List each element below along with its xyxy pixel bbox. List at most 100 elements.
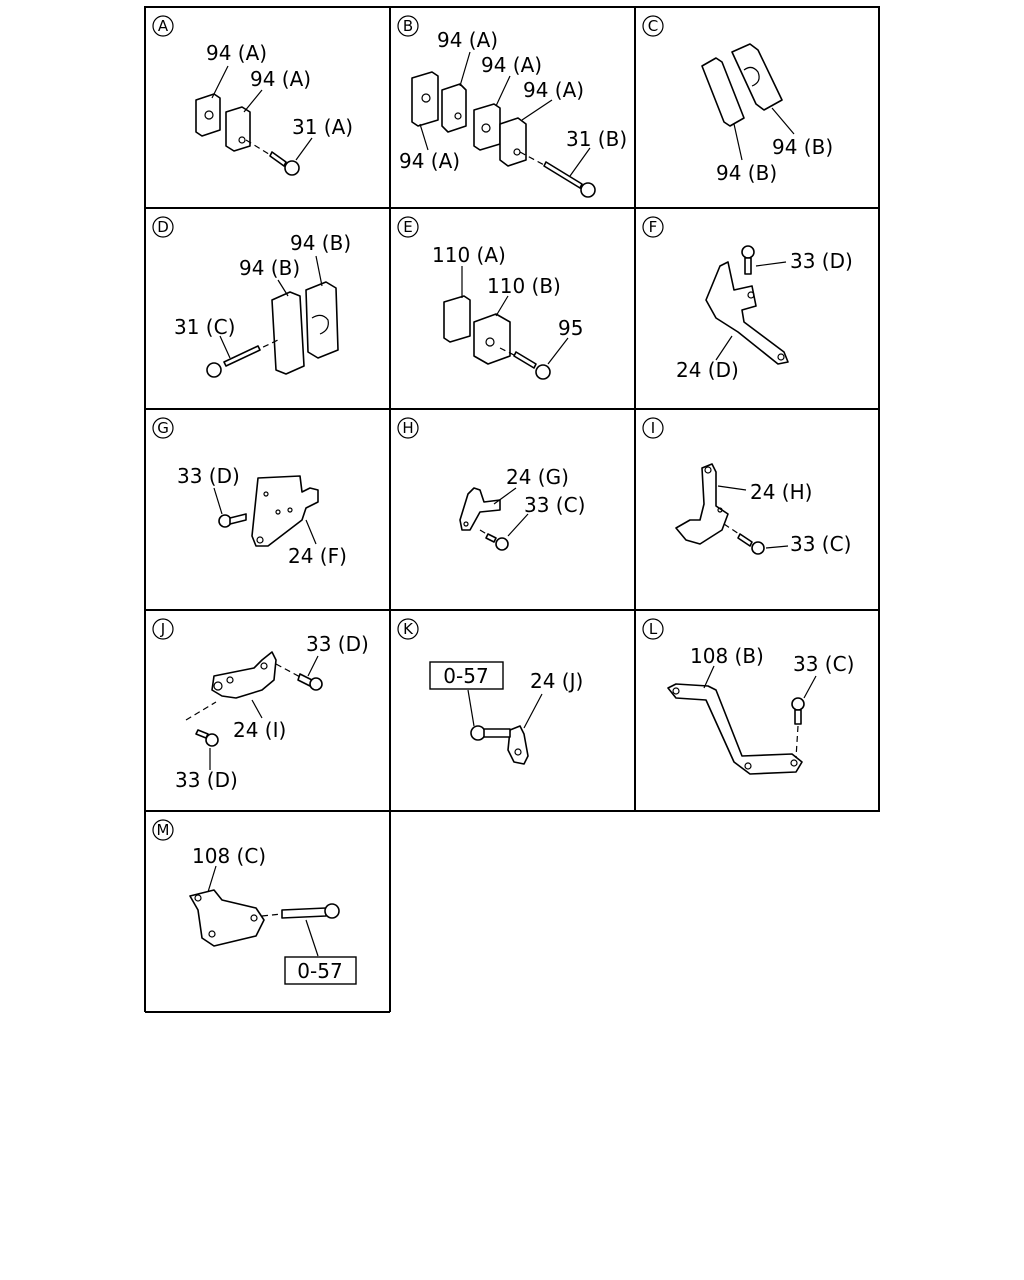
panel-m-marker: M bbox=[152, 819, 174, 841]
panel-b-marker: B bbox=[397, 15, 419, 37]
panel-d: D 94 (B) 94 (B) 31 (C) bbox=[152, 216, 351, 378]
label: 33 (D) bbox=[306, 632, 369, 656]
bracket-24d bbox=[705, 261, 789, 365]
panel-l: L 108 (B) 33 (C) bbox=[642, 618, 854, 775]
panel-d-marker: D bbox=[152, 216, 174, 238]
label: 24 (H) bbox=[750, 480, 812, 504]
clamp-94a bbox=[441, 83, 467, 133]
svg-text:F: F bbox=[649, 218, 658, 236]
label: 31 (A) bbox=[292, 115, 353, 139]
label: 33 (D) bbox=[790, 249, 853, 273]
panel-c: C 94 (B) 94 (B) bbox=[642, 15, 833, 185]
clamp-94b bbox=[271, 291, 305, 375]
label: 24 (J) bbox=[530, 669, 583, 693]
cushion-110a bbox=[443, 295, 471, 343]
svg-text:I: I bbox=[651, 419, 655, 437]
label: 24 (G) bbox=[506, 465, 569, 489]
panel-h: H 24 (G) 33 (C) bbox=[397, 417, 585, 551]
panel-a: A 94 (A) 94 (A) 31 (A) bbox=[152, 15, 353, 176]
panel-e-marker: E bbox=[397, 216, 419, 238]
bracket-108c bbox=[189, 889, 265, 947]
bolt-33c bbox=[723, 523, 765, 555]
bolt-33d bbox=[185, 701, 219, 747]
panel-m: M 108 (C) 0-57 bbox=[152, 819, 357, 985]
bolt-0-57 bbox=[261, 903, 340, 919]
label: 108 (B) bbox=[690, 644, 764, 668]
label: 94 (A) bbox=[250, 67, 311, 91]
bolt-31a bbox=[245, 139, 300, 176]
label: 94 (B) bbox=[716, 161, 777, 185]
svg-text:0-57: 0-57 bbox=[443, 664, 488, 688]
bracket-108b bbox=[667, 683, 803, 775]
label: 24 (D) bbox=[676, 358, 739, 382]
label: 108 (C) bbox=[192, 844, 266, 868]
bracket-24i bbox=[211, 651, 277, 699]
clamp-94b bbox=[731, 43, 783, 111]
panel-i: I 24 (H) 33 (C) bbox=[642, 417, 851, 556]
svg-text:D: D bbox=[157, 218, 169, 236]
panel-k: K 0-57 24 (J) bbox=[397, 618, 583, 765]
bracket-24f bbox=[251, 475, 319, 547]
panel-c-marker: C bbox=[642, 15, 664, 37]
svg-text:A: A bbox=[158, 17, 169, 35]
label: 94 (B) bbox=[239, 256, 300, 280]
label: 24 (I) bbox=[233, 718, 286, 742]
label: 94 (B) bbox=[772, 135, 833, 159]
label: 94 (B) bbox=[290, 231, 351, 255]
panel-h-marker: H bbox=[397, 417, 419, 439]
bolt-95 bbox=[499, 347, 551, 380]
bracket-24h bbox=[675, 463, 729, 545]
panel-b: B 94 (A) 94 (A) 94 (A) 94 (A) 31 (B) bbox=[397, 15, 627, 198]
label: 33 (C) bbox=[790, 532, 851, 556]
label: 33 (C) bbox=[793, 652, 854, 676]
label: 94 (A) bbox=[437, 28, 498, 52]
panel-l-marker: L bbox=[642, 618, 664, 640]
clamp-94b bbox=[701, 57, 745, 127]
bracket-24g bbox=[459, 487, 501, 531]
svg-text:L: L bbox=[649, 620, 658, 638]
label: 31 (C) bbox=[174, 315, 235, 339]
panel-f: F 33 (D) 24 (D) bbox=[642, 216, 853, 382]
bolt-33d bbox=[275, 663, 323, 691]
label: 94 (A) bbox=[481, 53, 542, 77]
panel-grid bbox=[144, 6, 880, 1013]
panel-k-marker: K bbox=[397, 618, 419, 640]
svg-text:0-57: 0-57 bbox=[297, 959, 342, 983]
bracket-24j bbox=[507, 725, 529, 765]
clamp-94a bbox=[411, 71, 439, 127]
bolt-0-57 bbox=[470, 725, 511, 741]
clamp-94a bbox=[499, 117, 527, 167]
clamp-94b bbox=[305, 281, 339, 359]
bolt-33c bbox=[479, 529, 509, 551]
svg-text:M: M bbox=[157, 821, 170, 839]
svg-text:B: B bbox=[403, 17, 413, 35]
svg-text:J: J bbox=[160, 620, 165, 638]
label: 94 (A) bbox=[399, 149, 460, 173]
label: 110 (B) bbox=[487, 274, 561, 298]
panel-g-marker: G bbox=[152, 417, 174, 439]
label: 24 (F) bbox=[288, 544, 347, 568]
label: 33 (D) bbox=[175, 768, 238, 792]
label: 110 (A) bbox=[432, 243, 506, 267]
ref-box-0-57: 0-57 bbox=[284, 956, 357, 985]
bolt-33d bbox=[741, 245, 755, 275]
panel-j: J 33 (D) 24 (I) 33 (D) bbox=[152, 618, 369, 792]
clamp-94a bbox=[225, 106, 251, 152]
bolt-33d bbox=[218, 513, 247, 528]
clamp-94a bbox=[473, 103, 501, 151]
label: 94 (A) bbox=[206, 41, 267, 65]
svg-text:E: E bbox=[403, 218, 412, 236]
panel-e: E 110 (A) 110 (B) 95 bbox=[397, 216, 583, 380]
label: 31 (B) bbox=[566, 127, 627, 151]
panel-f-marker: F bbox=[642, 216, 664, 238]
label: 94 (A) bbox=[523, 78, 584, 102]
panel-g: G 33 (D) 24 (F) bbox=[152, 417, 347, 568]
ref-box-0-57: 0-57 bbox=[429, 661, 504, 690]
panel-i-marker: I bbox=[642, 417, 664, 439]
label: 33 (C) bbox=[524, 493, 585, 517]
panel-a-marker: A bbox=[152, 15, 174, 37]
panel-j-marker: J bbox=[152, 618, 174, 640]
bolt-31b bbox=[519, 151, 596, 198]
bolt-31c bbox=[206, 339, 279, 378]
